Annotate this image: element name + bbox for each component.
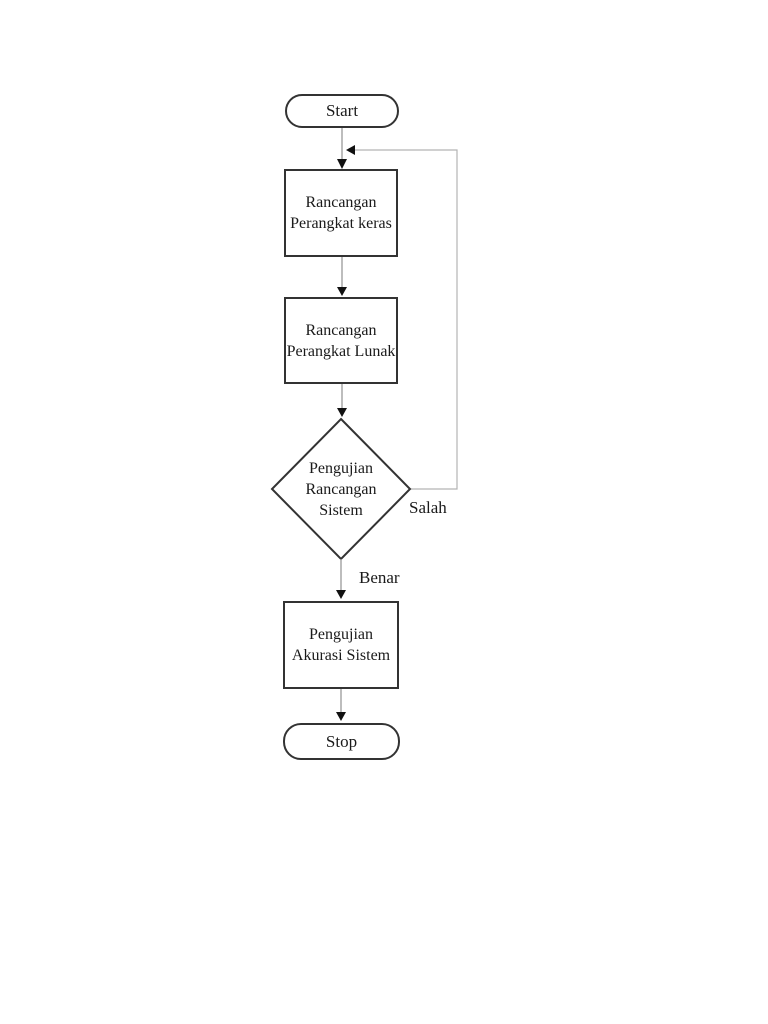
edge-label-benar: Benar [359, 568, 400, 587]
edge-label-salah: Salah [409, 498, 447, 517]
connector-salah-loop [355, 149, 458, 490]
node-accuracy-test: Pengujian Akurasi Sistem [283, 601, 399, 689]
node-system-design-test: Pengujian Rancangan Sistem [281, 457, 401, 521]
arrowhead-into-software [337, 287, 347, 296]
node-stop-label: Stop [325, 731, 358, 751]
arrowhead-into-hardware [337, 159, 347, 169]
node-software-design: Rancangan Perangkat Lunak [284, 297, 398, 384]
node-hardware-design: Rancangan Perangkat keras [284, 169, 398, 257]
node-accuracy-test-line2: Akurasi Sistem [291, 647, 391, 664]
arrowhead-into-accuracy [336, 590, 346, 599]
node-start-label: Start [325, 101, 359, 120]
node-system-design-test-line3: Sistem [319, 501, 363, 519]
node-software-design-line2: Perangkat Lunak [286, 342, 396, 360]
node-accuracy-test-line1: Pengujian [309, 626, 373, 643]
node-system-design-test-line1: Pengujian [309, 459, 373, 477]
node-start: Start [285, 94, 399, 128]
node-software-design-line1: Rancangan [305, 321, 377, 339]
arrowhead-loop-merge [346, 145, 355, 155]
node-hardware-design-line2: Perangkat keras [290, 215, 392, 232]
arrowhead-into-stop [336, 712, 346, 721]
node-hardware-design-line1: Rancangan [305, 194, 377, 211]
node-stop: Stop [283, 723, 400, 760]
arrowhead-into-decision [337, 408, 347, 417]
node-system-design-test-line2: Rancangan [305, 480, 377, 498]
